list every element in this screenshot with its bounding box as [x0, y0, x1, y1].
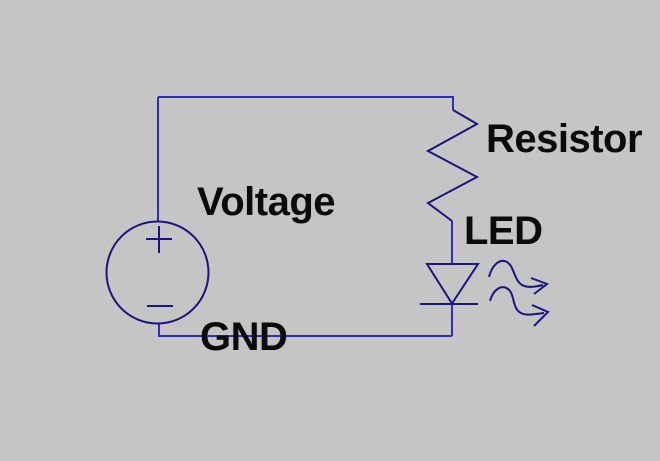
led-label: LED	[464, 209, 543, 253]
wire-bottom-horizontal	[158, 323, 452, 337]
light-arrow-lower	[489, 286, 550, 327]
light-arrow-upper	[488, 259, 550, 295]
resistor-label: Resistor	[486, 117, 643, 161]
voltage-source-symbol	[105, 220, 210, 325]
voltage-source-circle-icon	[105, 220, 210, 325]
resistor-symbol	[425, 109, 480, 222]
resistor-zigzag-icon	[425, 109, 480, 222]
light-arrow-upper-head	[530, 277, 550, 295]
plus-terminal-icon	[146, 226, 172, 253]
light-emission-arrows-icon	[488, 259, 550, 327]
light-arrow-upper-squiggle	[488, 259, 544, 288]
wire-top-horizontal	[158, 96, 454, 110]
light-arrow-lower-squiggle	[489, 286, 545, 316]
wire-loop	[157, 96, 454, 337]
voltage-label: Voltage	[197, 180, 336, 224]
led-symbol	[420, 263, 480, 306]
led-diode-triangle-icon	[425, 263, 480, 306]
gnd-label: GND	[200, 315, 288, 359]
light-arrow-lower-head	[531, 304, 550, 327]
